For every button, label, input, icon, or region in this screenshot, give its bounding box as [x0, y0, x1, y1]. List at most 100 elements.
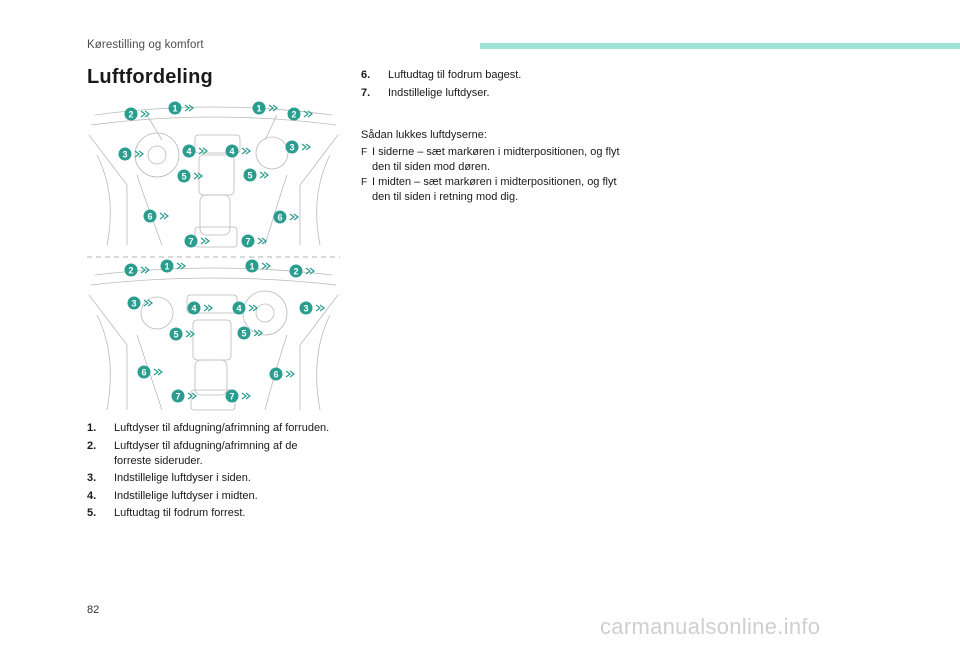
watermark: carmanualsonline.info: [600, 614, 821, 639]
callout-marker: 5: [177, 169, 203, 183]
callout-marker: 7: [225, 389, 251, 403]
airflow-icon: [187, 392, 197, 400]
callout-number: 4: [229, 147, 234, 157]
legend-number: 2.: [87, 439, 97, 452]
callout-marker: 3: [285, 140, 311, 154]
legend-item: 5. Luftudtag til fodrum forrest.: [87, 506, 337, 521]
instruction-step: F I siderne – sæt markøren i midterposit…: [361, 145, 631, 175]
legend-text: Luftdyser til afdugning/afrimning af for…: [114, 422, 330, 434]
legend-text: Indstillelige luftdyser i siden.: [114, 472, 251, 484]
legend-text: Indstillelige luftdyser.: [388, 86, 490, 99]
legend-item: 2. Luftdyser til afdugning/afrimning af …: [87, 439, 337, 469]
callout-marker: 4: [225, 144, 251, 158]
callout-number: 7: [175, 392, 180, 402]
legend-number: 6.: [361, 69, 371, 81]
callout-marker: 4: [182, 144, 208, 158]
airflow-icon: [253, 329, 263, 337]
callout-number: 2: [128, 266, 133, 276]
airflow-icon: [159, 212, 169, 220]
callout-number: 7: [245, 237, 250, 247]
airflow-icon: [257, 237, 267, 245]
legend-item: 3. Indstillelige luftdyser i siden.: [87, 471, 337, 486]
legend-number: 1.: [87, 422, 97, 434]
instruction-text: I midten – sæt markøren i midterposition…: [372, 176, 617, 203]
airflow-icon: [193, 172, 203, 180]
airflow-icon: [259, 171, 269, 179]
callout-number: 4: [186, 147, 191, 157]
callout-number: 7: [229, 392, 234, 402]
callout-marker: 7: [171, 389, 197, 403]
legend-number: 4.: [87, 489, 97, 502]
callout-number: 4: [236, 304, 241, 314]
airflow-icon: [241, 392, 251, 400]
legend-number: 5.: [87, 507, 97, 519]
bullet-icon: F: [361, 177, 368, 188]
airflow-icon: [285, 370, 295, 378]
legend-list-right: 6. Luftudtag til fodrum bagest. 7. Indst…: [361, 68, 631, 103]
callout-number: 2: [128, 110, 133, 120]
callout-number: 6: [141, 368, 146, 378]
legend-text: Luftudtag til fodrum bagest.: [388, 69, 522, 81]
instruction-step: F I midten – sæt markøren i midterpositi…: [361, 175, 631, 205]
header-accent-bar: [480, 43, 960, 49]
callout-number: 4: [191, 304, 196, 314]
top-cabin-illustration: [88, 106, 339, 248]
airflow-icon: [184, 104, 194, 112]
callout-marker: 1: [245, 259, 271, 273]
callout-marker: 4: [187, 301, 213, 315]
callout-number: 6: [273, 370, 278, 380]
bottom-cabin-illustration: [88, 267, 339, 411]
legend-number: 7.: [361, 86, 371, 99]
callout-number: 5: [247, 171, 252, 181]
callout-marker: 2: [289, 264, 315, 278]
callout-marker: 3: [127, 296, 153, 310]
closing-instructions: Sådan lukkes luftdyserne: F I siderne – …: [361, 128, 631, 205]
legend-list-left: 1. Luftdyser til afdugning/afrimning af …: [87, 421, 337, 524]
callout-marker: 6: [269, 367, 295, 381]
airflow-icon: [315, 304, 325, 312]
callout-number: 2: [293, 267, 298, 277]
callout-number: 1: [249, 262, 254, 272]
legend-item: 7. Indstillelige luftdyser.: [361, 86, 631, 101]
callout-number: 2: [291, 110, 296, 120]
callout-number: 5: [181, 172, 186, 182]
airflow-icon: [301, 143, 311, 151]
section-title: Luftfordeling: [87, 66, 213, 88]
legend-text: Luftudtag til fodrum forrest.: [114, 507, 246, 519]
bullet-icon: F: [361, 147, 368, 158]
airflow-icon: [153, 368, 163, 376]
callout-marker: 5: [169, 327, 195, 341]
callout-number: 3: [122, 150, 127, 160]
airflow-icon: [200, 237, 210, 245]
callout-number: 3: [131, 299, 136, 309]
callout-marker: 2: [287, 107, 313, 121]
airflow-icon: [198, 147, 208, 155]
callout-marker: 1: [168, 101, 194, 115]
callout-marker: 1: [160, 259, 186, 273]
callout-number: 5: [173, 330, 178, 340]
callout-marker: 4: [232, 301, 258, 315]
callout-number: 5: [241, 329, 246, 339]
callout-marker: 2: [124, 107, 150, 121]
callout-marker: 7: [241, 234, 267, 248]
callout-marker: 3: [118, 147, 144, 161]
airflow-icon: [305, 267, 315, 275]
callout-marker: 5: [237, 326, 263, 340]
airflow-icon: [289, 213, 299, 221]
legend-item: 6. Luftudtag til fodrum bagest.: [361, 68, 631, 83]
legend-item: 1. Luftdyser til afdugning/afrimning af …: [87, 421, 337, 436]
callout-number: 7: [188, 237, 193, 247]
airflow-icon: [261, 262, 271, 270]
legend-text: Indstillelige luftdyser i midten.: [114, 489, 258, 502]
callout-marker: 6: [137, 365, 163, 379]
legend-number: 3.: [87, 472, 97, 484]
airflow-icon: [241, 147, 251, 155]
airflow-icon: [303, 110, 313, 118]
callout-marker: 6: [143, 209, 169, 223]
airflow-icon: [143, 299, 153, 307]
airflow-icon: [268, 104, 278, 112]
callout-marker: 7: [184, 234, 210, 248]
running-header: Kørestilling og komfort: [87, 39, 204, 51]
callout-number: 1: [164, 262, 169, 272]
legend-item: 4. Indstillelige luftdyser i midten.: [87, 489, 337, 504]
